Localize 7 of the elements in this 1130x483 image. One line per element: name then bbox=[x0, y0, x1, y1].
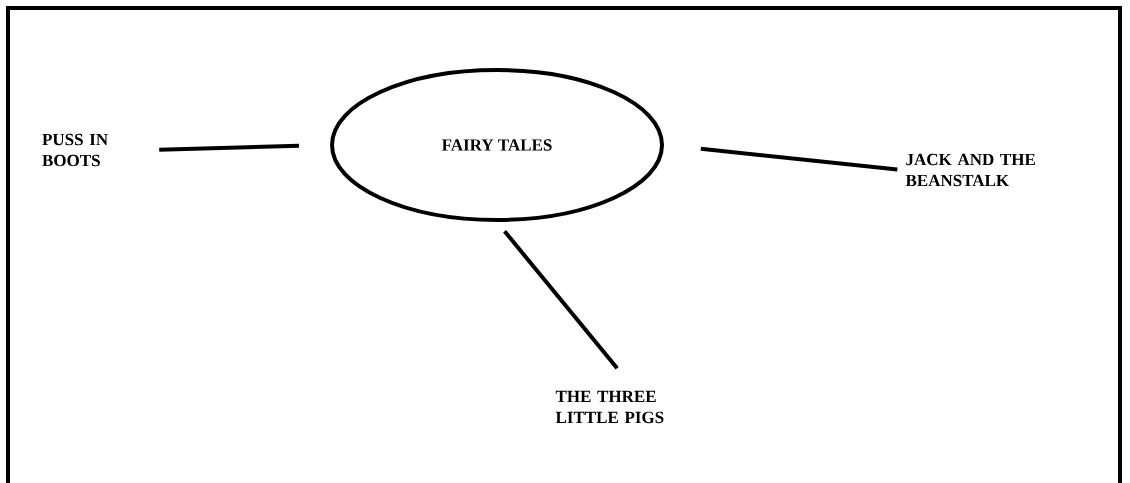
node-label: PUSS IN BOOTS bbox=[42, 133, 108, 167]
ellipse-node: FAIRY TALES bbox=[330, 68, 664, 222]
node-label: THE THREE LITTLE PIGS bbox=[555, 390, 664, 424]
node-label: JACK AND THE BEANSTALK bbox=[905, 153, 1035, 187]
connector-line bbox=[159, 143, 300, 152]
connector-line bbox=[503, 230, 619, 370]
connector-line bbox=[700, 146, 898, 172]
